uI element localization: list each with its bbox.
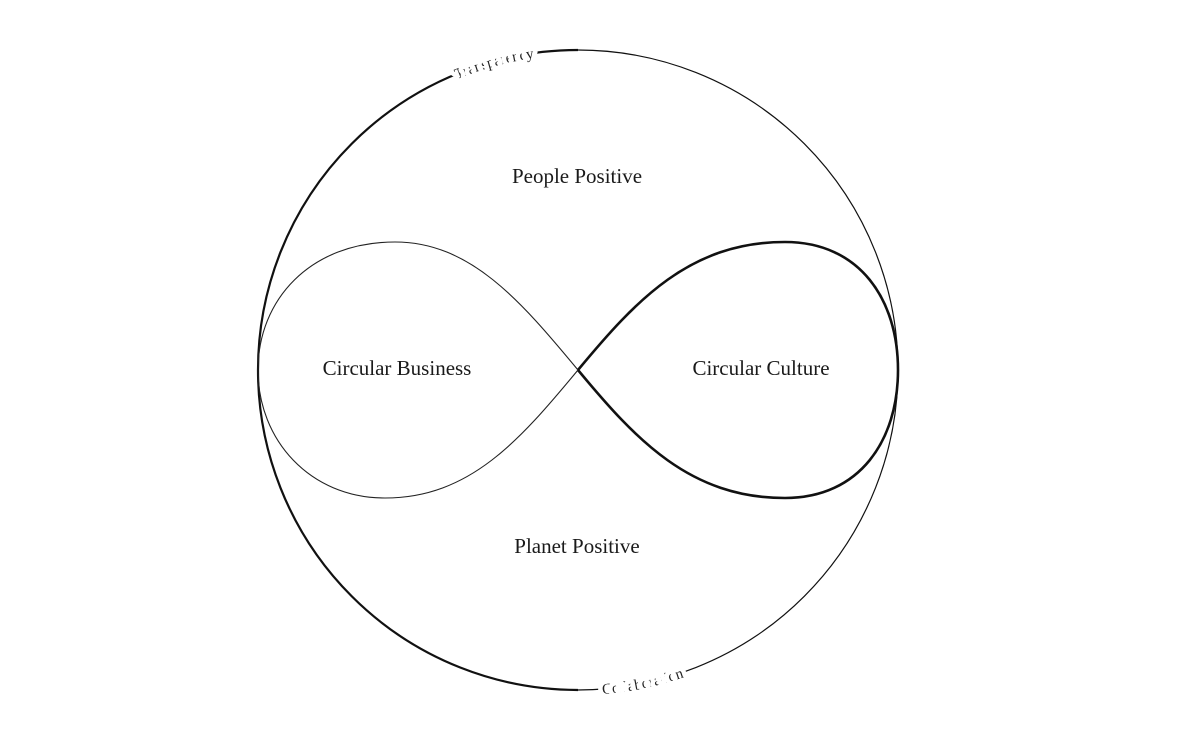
infinity-right-lobe [576,240,900,500]
ring-label-collaboration: Collaboration [601,666,686,698]
label-circular-business: Circular Business [323,356,472,380]
label-people-positive: People Positive [512,164,642,188]
label-circular-culture: Circular Culture [692,356,829,380]
ring-label-transparency: Transparency [453,46,536,83]
label-planet-positive: Planet Positive [514,534,639,558]
infinity-left-lobe [257,241,579,499]
